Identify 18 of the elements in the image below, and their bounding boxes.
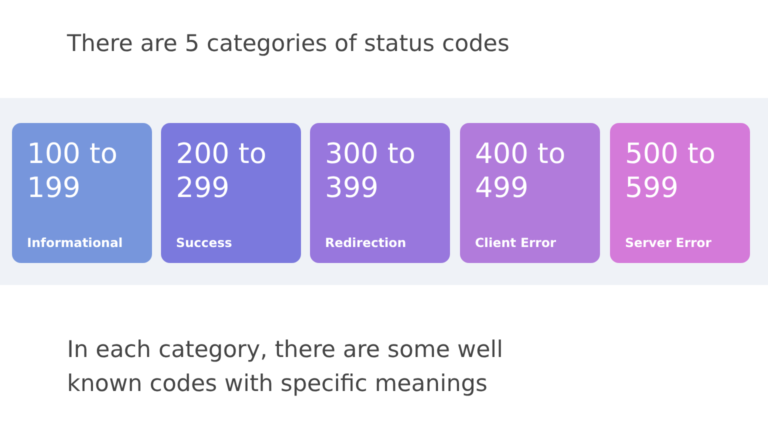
status-card xyxy=(610,123,750,263)
status-card xyxy=(12,123,152,263)
range-text: 100 to 199 xyxy=(27,137,118,205)
category-label: Informational xyxy=(27,235,123,250)
category-label: Server Error xyxy=(625,235,712,250)
range-text: 200 to 299 xyxy=(176,137,268,205)
title-text: There are 5 categories of status codes xyxy=(67,30,510,59)
range-text: 300 to 399 xyxy=(325,137,416,205)
category-label: Redirection xyxy=(325,235,406,250)
status-card xyxy=(310,123,450,263)
status-card xyxy=(161,123,301,263)
range-text: 500 to 599 xyxy=(625,137,716,205)
background-band xyxy=(0,98,768,285)
range-text: 400 to 499 xyxy=(475,137,566,205)
caption-text: In each category, there are some well known codes with specific meanings xyxy=(67,336,504,399)
status-card xyxy=(460,123,600,263)
category-label: Client Error xyxy=(475,235,556,250)
category-label: Success xyxy=(176,235,232,250)
